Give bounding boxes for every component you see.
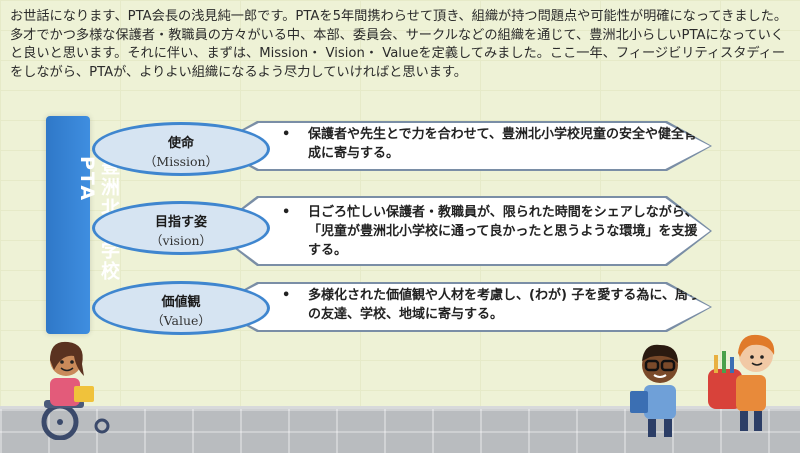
child-wheelchair-illustration: [41, 341, 110, 440]
mission-description-box: • 保護者や先生とで力を合わせて、豊洲北小学校児童の安全や健全育成に寄与する。: [212, 121, 712, 171]
vision-label: 目指す姿 （vision）: [92, 201, 270, 255]
value-text: 多様化された価値観や人材を考慮し、(わが) 子を愛する為に、周りの友達、学校、地…: [308, 288, 702, 322]
intro-paragraph: お世話になります、PTA会長の浅見純一郎です。PTAを5年間携わらせて頂き、組織…: [10, 9, 788, 80]
mission-label-en: （Mission）: [143, 154, 219, 169]
child-glasses-illustration: [630, 344, 678, 437]
vision-label-en: （vision）: [149, 233, 213, 248]
bullet-icon: •: [282, 288, 291, 303]
mission-text: 保護者や先生とで力を合わせて、豊洲北小学校児童の安全や健全育成に寄与する。: [308, 127, 697, 161]
vision-description-box: • 日ごろ忙しい保護者・教職員が、限られた時間をシェアしながら、「児童が豊洲北小…: [212, 196, 712, 266]
bullet-icon: •: [282, 127, 291, 142]
value-label: 価値観 （Value）: [92, 281, 270, 335]
mission-label: 使命 （Mission）: [92, 122, 270, 176]
organization-banner: [46, 116, 90, 334]
vision-label-jp: 目指す姿: [154, 215, 207, 230]
mission-label-jp: 使命: [167, 136, 194, 151]
bullet-icon: •: [282, 205, 291, 220]
child-backpack-illustration: [708, 334, 775, 431]
value-label-jp: 価値観: [161, 295, 201, 310]
vision-text: 日ごろ忙しい保護者・教職員が、限られた時間をシェアしながら、「児童が豊洲北小学校…: [308, 205, 698, 258]
value-label-en: （Value）: [151, 313, 211, 328]
value-description-box: • 多様化された価値観や人材を考慮し、(わが) 子を愛する為に、周りの友達、学校…: [212, 282, 712, 332]
